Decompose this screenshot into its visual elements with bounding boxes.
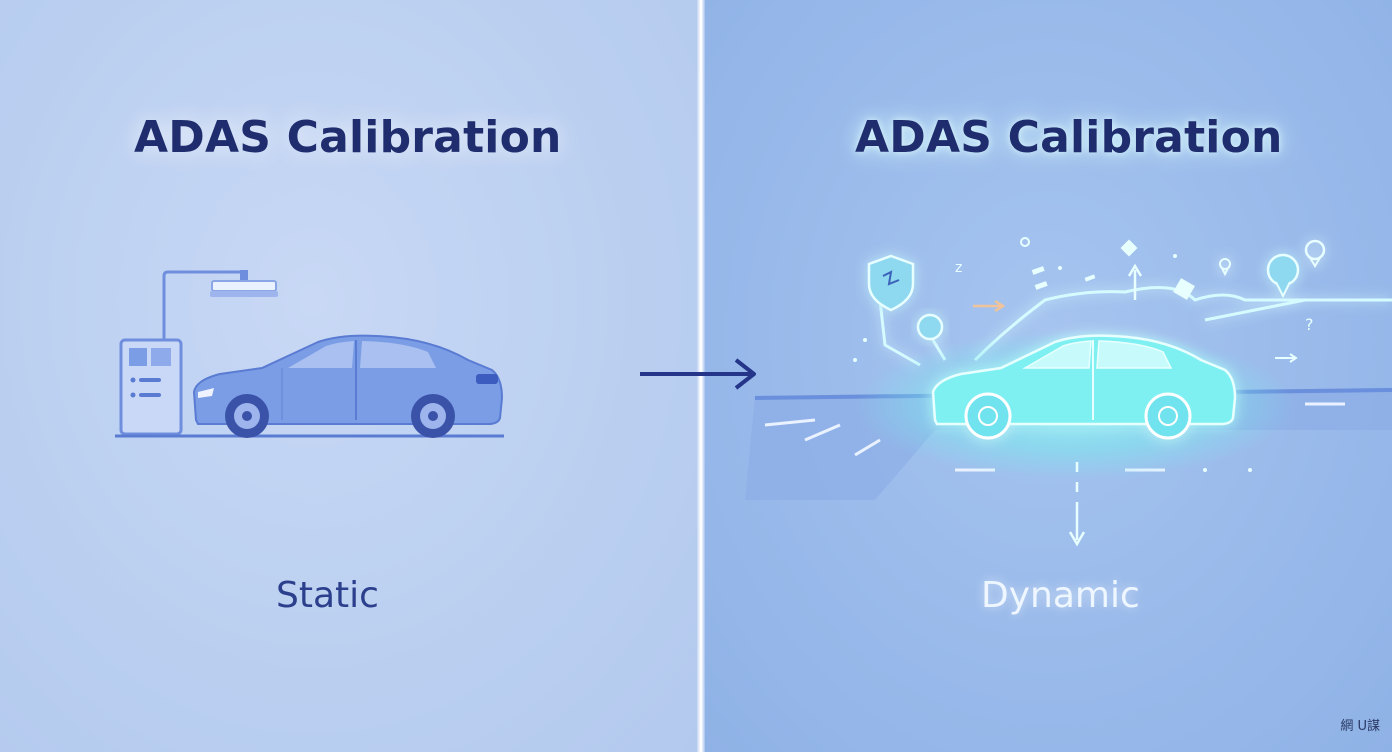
signal-arrow-icon (973, 299, 1006, 313)
static-panel-title: ADAS Calibration (134, 112, 562, 163)
static-label: Static (276, 575, 379, 616)
static-car-icon (192, 334, 504, 438)
static-calibration-illustration (115, 270, 504, 438)
upward-arrow-icon (1127, 263, 1143, 300)
downward-arrow-icon (1068, 462, 1086, 547)
motion-arrow-icon (1275, 353, 1298, 363)
location-pin-icon (1219, 239, 1326, 299)
dynamic-panel-title: ADAS Calibration (855, 112, 1283, 163)
svg-text:z: z (955, 260, 962, 276)
calibration-station-icon (119, 270, 278, 436)
glowing-car-icon (931, 334, 1237, 440)
transition-arrow-icon (640, 358, 756, 390)
dynamic-label: Dynamic (981, 575, 1140, 616)
static-panel: ADAS Calibration (0, 0, 697, 752)
watermark-text: 網 U謀 (1340, 719, 1380, 734)
sensor-node-icon (916, 313, 944, 341)
shield-icon (867, 254, 915, 312)
dynamic-calibration-illustration: z ? (745, 237, 1392, 547)
svg-text:?: ? (1305, 315, 1314, 334)
dynamic-panel: ADAS Calibration (705, 0, 1392, 752)
